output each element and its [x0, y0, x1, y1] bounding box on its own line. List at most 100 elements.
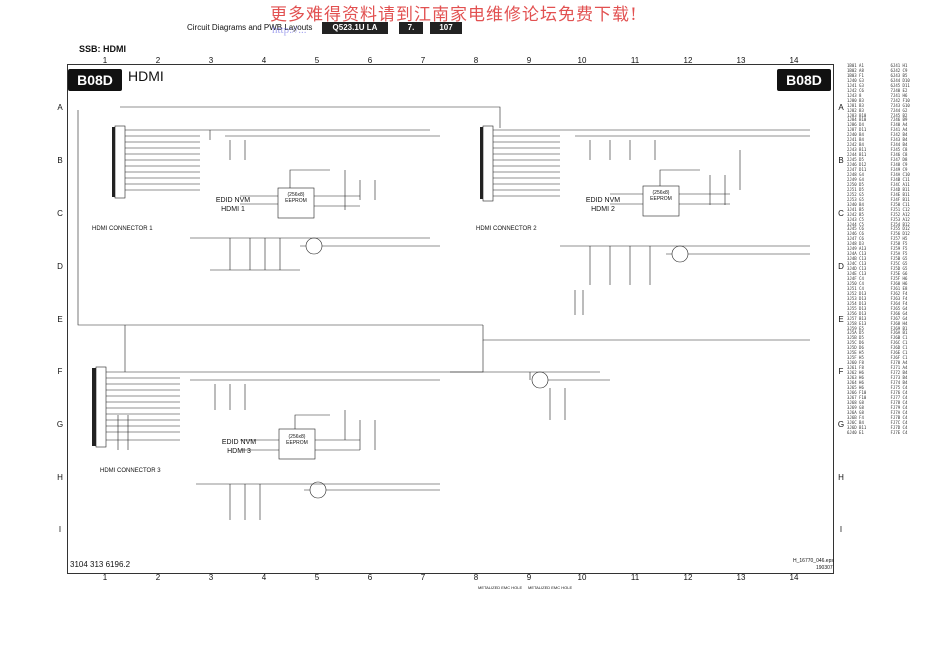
index-entry: FJ54 B12	[890, 221, 910, 227]
col-number: 7	[420, 573, 426, 582]
index-entry: 2J47 D11	[847, 167, 867, 173]
index-entry: 2J40 B4	[847, 132, 864, 138]
index-entry: 1B01 A1	[847, 63, 864, 68]
index-entry: 3J57 B13	[847, 315, 867, 321]
index-entry: 3J5C D6	[847, 340, 864, 346]
index-entry: FJ7B C4	[890, 414, 908, 420]
index-entry: 3J5A D5	[847, 330, 864, 336]
index-entry: FJ59 F5	[890, 246, 908, 252]
index-entry: FJ4C A11	[890, 181, 910, 187]
index-entry: FJ6C C1	[890, 340, 908, 346]
col-number: 11	[630, 56, 640, 65]
index-entry: FJ58 F5	[890, 241, 908, 247]
index-entry: 3J52 D13	[847, 290, 867, 296]
eeprom-size: (256x8)	[652, 190, 670, 196]
nvm-1-label: EDID NVM HDMI 1	[213, 196, 253, 214]
index-entry: FJ79 C4	[890, 404, 908, 410]
index-entry: 3J44 C5	[847, 221, 864, 227]
eeprom-size: (256x8)	[288, 434, 306, 440]
index-entry: 2J45 D5	[847, 157, 864, 163]
index-entry: FJ56 D12	[890, 231, 910, 237]
index-entry: 6J42 C9	[890, 67, 908, 73]
index-entry: FJ43 B4	[890, 137, 908, 143]
index-entry: FJ6E C1	[890, 350, 908, 356]
index-entry: FJ75 C4	[890, 384, 908, 390]
index-entry: 3J4C C13	[847, 261, 867, 267]
emc-hole-1: METALIZED EMC HOLE	[478, 585, 523, 590]
row-letter: B	[57, 156, 63, 165]
index-entry: 3J50 C4	[847, 280, 864, 286]
index-entry: FJ65 G4	[890, 305, 908, 311]
index-entry: 3J4F C4	[847, 275, 864, 281]
index-entry: FJ45 C8	[890, 147, 908, 153]
index-entry: 3J69 G8	[847, 404, 864, 410]
index-entry: 3J5E H5	[847, 350, 864, 356]
index-entry: FJ61 E8	[890, 285, 908, 291]
index-entry: FJ77 C4	[890, 394, 908, 400]
index-entry: FJ4F B11	[890, 196, 910, 202]
col-number: 12	[683, 573, 693, 582]
index-entry: FJ76 C4	[890, 389, 908, 395]
index-entry: 7J40 E2	[890, 87, 908, 93]
index-entry: FJ4D B11	[890, 186, 910, 192]
col-number: 11	[630, 573, 640, 582]
index-entry: FJ40 A4	[890, 122, 908, 128]
index-entry: 3J67 F10	[847, 394, 867, 400]
connector-1-label: HDMI CONNECTOR 1	[92, 226, 153, 232]
index-entry: FJ48 C9	[890, 162, 908, 168]
index-entry: 3J46 C6	[847, 231, 864, 237]
index-entry: FJ5B G5	[890, 256, 908, 262]
index-entry: 7J42 F10	[890, 97, 910, 103]
row-letter: A	[838, 103, 844, 112]
nvm-sub: HDMI 2	[591, 206, 615, 213]
sheet-badge-left: B08D	[68, 69, 122, 91]
index-entry: FJ5D G5	[890, 266, 908, 272]
page-box: 107	[430, 22, 462, 34]
index-entry: FJ55 D12	[890, 226, 910, 232]
nvm-title: EDID NVM	[215, 197, 251, 204]
col-number: 8	[473, 56, 479, 65]
index-entry: 3J43 C5	[847, 216, 864, 222]
index-entry: 3J49 A13	[847, 246, 867, 252]
row-letter: C	[838, 209, 844, 218]
index-entry: 1J84 B10	[847, 117, 867, 123]
sheet-title: HDMI	[128, 68, 164, 84]
index-entry: FJ70 A4	[890, 360, 908, 366]
index-entry: FJ49 C9	[890, 167, 908, 173]
col-number: 10	[577, 56, 587, 65]
index-entry: 3J5F H5	[847, 355, 864, 361]
index-entry: FJ68 H4	[890, 320, 908, 326]
eeprom-type: EEPROM	[286, 440, 308, 446]
index-entry: FJ5E G6	[890, 271, 908, 277]
eeprom-type: EEPROM	[285, 198, 307, 204]
index-entry: FJ60 H6	[890, 280, 908, 286]
eeprom-3: (256x8) EEPROM	[283, 434, 311, 446]
nvm-3-label: EDID NVM HDMI 3	[219, 438, 259, 456]
index-entry: FJ57 H5	[890, 236, 908, 242]
index-entry: FJ62 F4	[890, 290, 908, 296]
row-letter: C	[57, 209, 63, 218]
index-entry: FJ51 C12	[890, 206, 910, 212]
col-number: 4	[261, 56, 267, 65]
index-entry: 3J68 G8	[847, 399, 864, 405]
index-entry: FJ6F C1	[890, 355, 908, 361]
index-entry: FJ72 B4	[890, 370, 908, 376]
index-entry: 1J40 G3	[847, 77, 864, 83]
emc-hole-2: METALIZED EMC HOLE	[528, 585, 573, 590]
index-entry: 2J43 B11	[847, 147, 867, 153]
index-entry: 1J86 D4	[847, 122, 864, 128]
row-letter: H	[838, 473, 844, 482]
index-entry: 3J42 B5	[847, 211, 864, 217]
col-number: 3	[208, 573, 214, 582]
nvm-sub: HDMI 3	[227, 448, 251, 455]
eeprom-type: EEPROM	[650, 196, 672, 202]
index-entry: 3J45 C6	[847, 226, 864, 232]
index-entry: FJ42 B4	[890, 132, 908, 138]
index-entry: 7J44 G2	[890, 107, 908, 113]
row-letter: I	[58, 525, 62, 534]
index-entry: 1J42 C6	[847, 87, 864, 93]
index-entry: 7J45 B2	[890, 112, 908, 118]
col-number: 14	[789, 573, 799, 582]
index-entry: 1J43 8	[847, 92, 862, 98]
index-entry: 2J53 G5	[847, 196, 864, 202]
